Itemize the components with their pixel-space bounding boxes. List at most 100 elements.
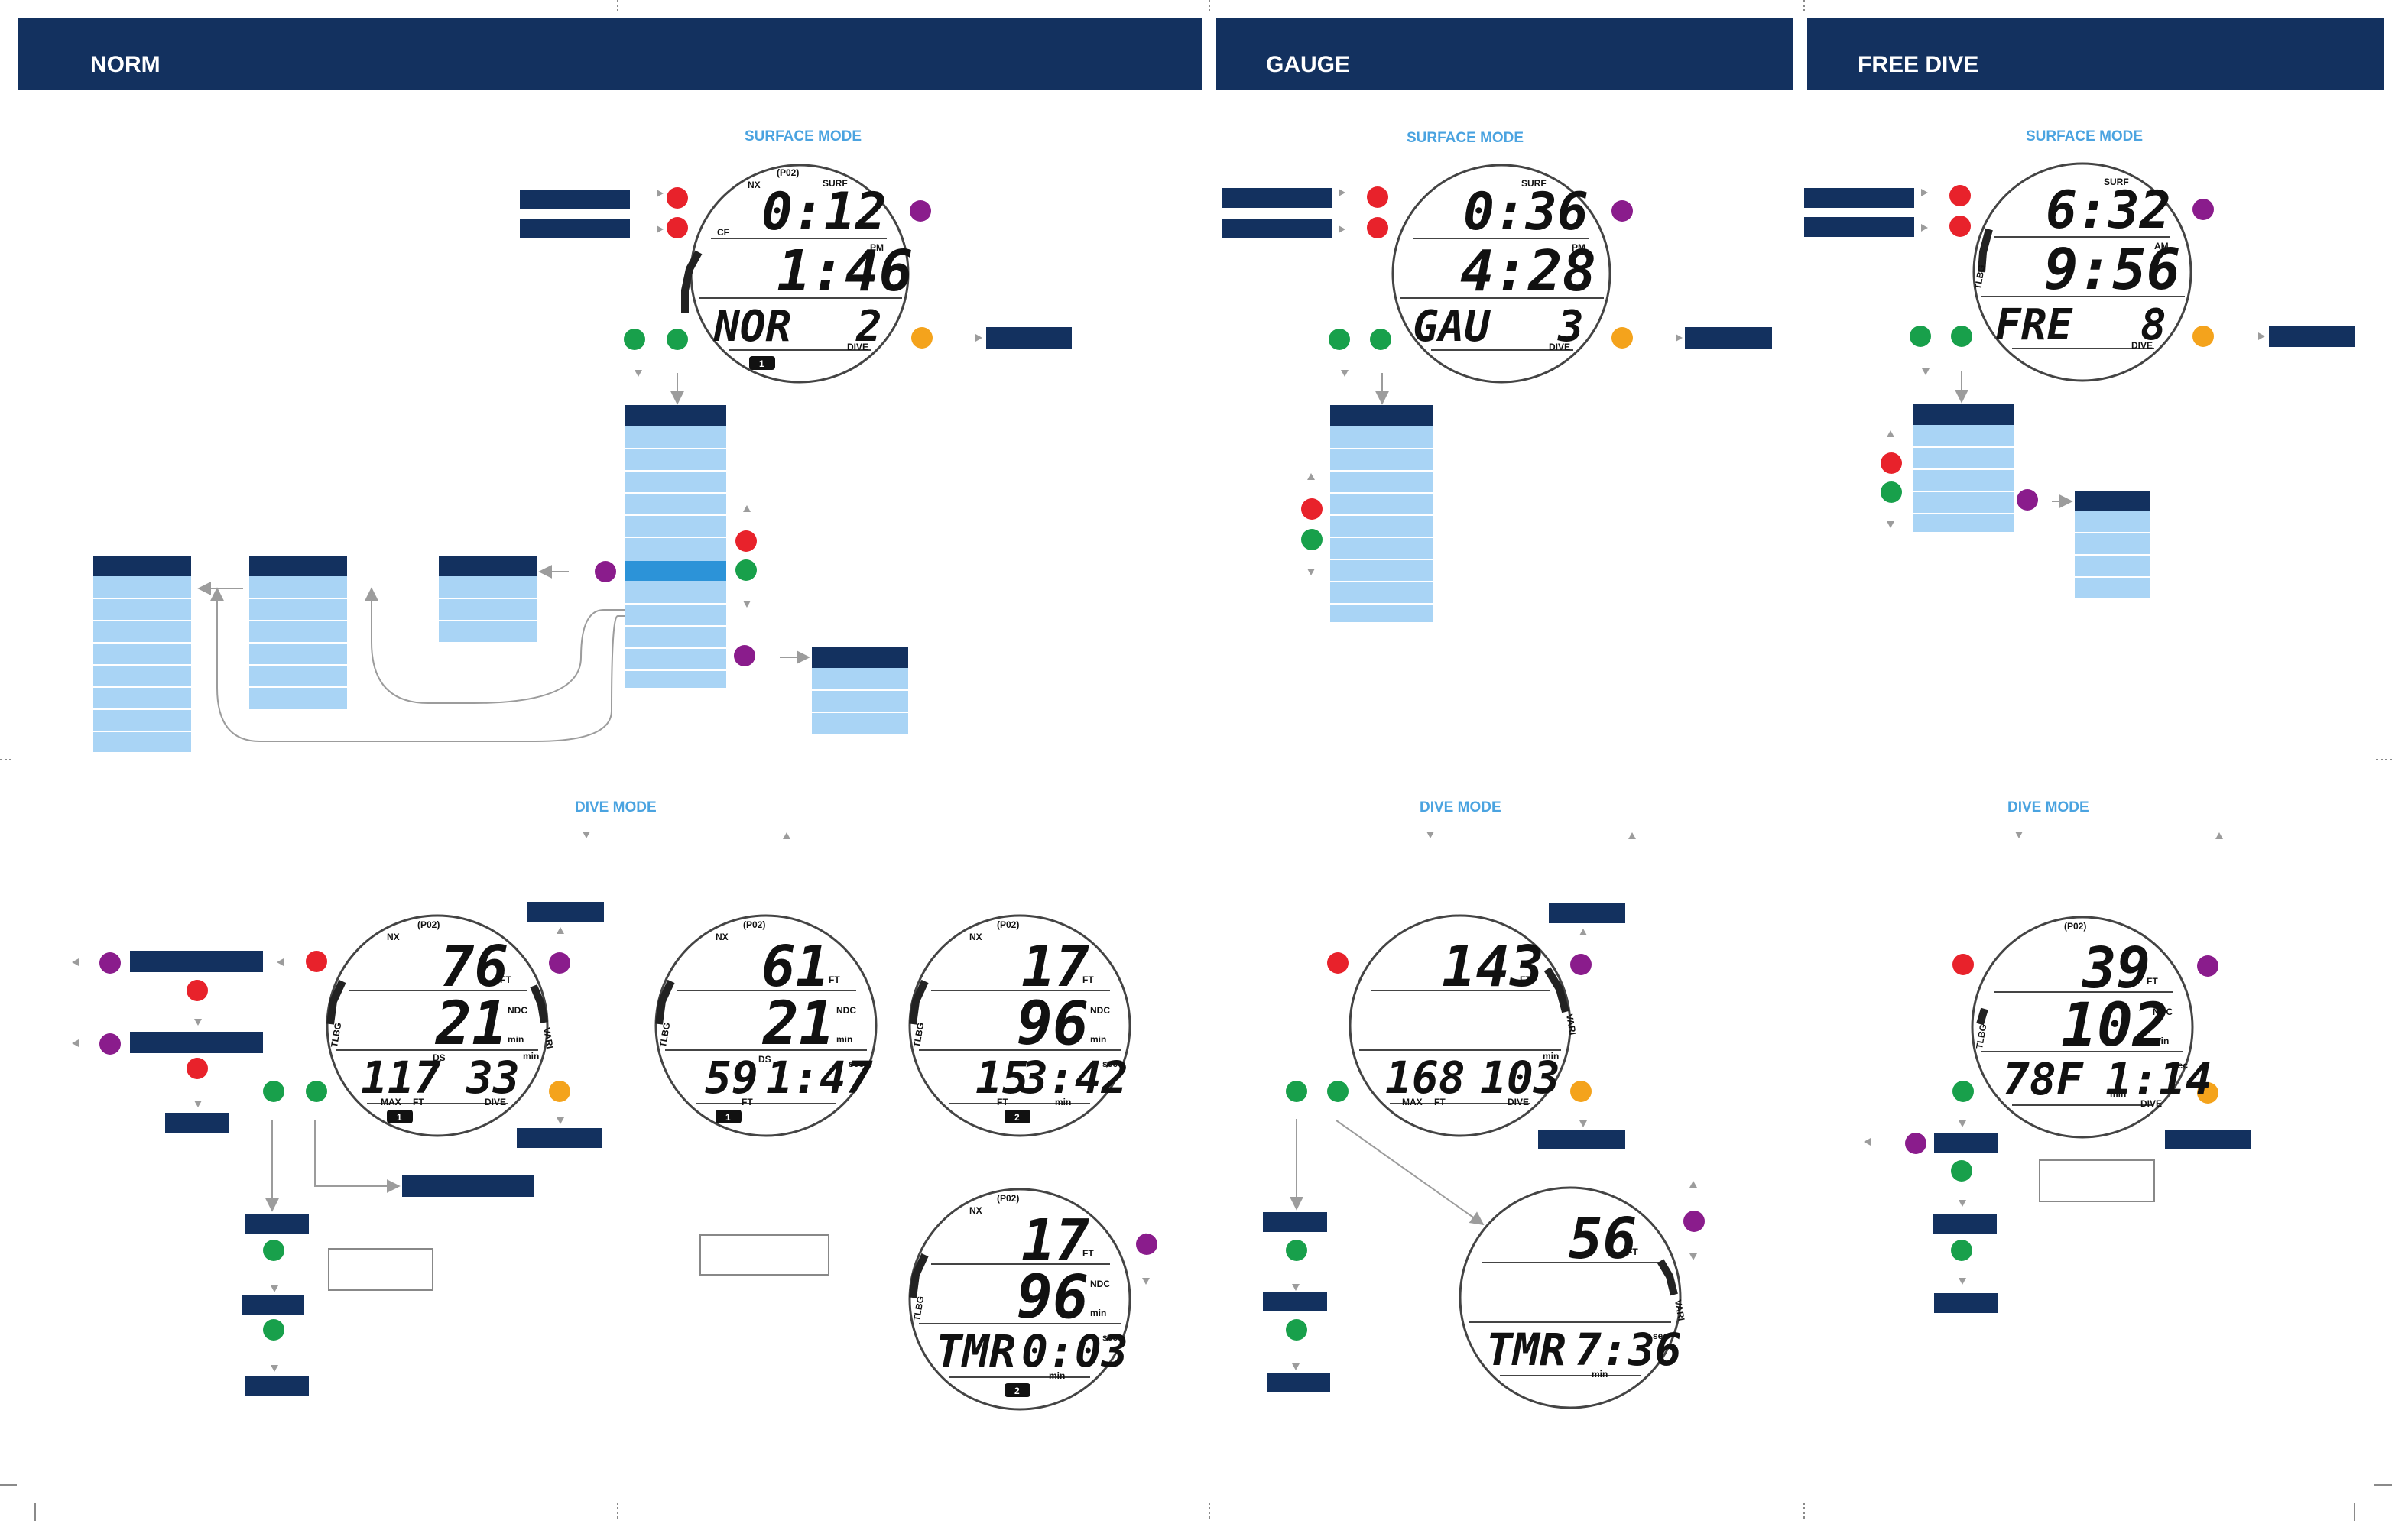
svg-text:TLBG: TLBG bbox=[657, 1022, 672, 1049]
svg-text:MAX: MAX bbox=[1402, 1097, 1423, 1107]
svg-text:3:42: 3:42 bbox=[1021, 1052, 1128, 1104]
header-norm: NORM bbox=[18, 18, 1202, 90]
arrow-triangles bbox=[72, 189, 2265, 1372]
svg-text:NDC: NDC bbox=[836, 1005, 856, 1016]
mode-label-dive-norm: DIVE MODE bbox=[575, 799, 657, 815]
mode-label-dive-free: DIVE MODE bbox=[2007, 799, 2089, 815]
svg-text:7:36: 7:36 bbox=[1575, 1324, 1682, 1376]
svg-text:21: 21 bbox=[434, 990, 508, 1059]
menu-lists bbox=[93, 404, 2150, 752]
svg-text:17: 17 bbox=[1021, 1208, 1090, 1273]
svg-text:min: min bbox=[1090, 1308, 1106, 1318]
svg-text:CF: CF bbox=[717, 227, 729, 238]
svg-text:DIVE: DIVE bbox=[2140, 1098, 2162, 1109]
svg-text:FT: FT bbox=[1520, 974, 1531, 985]
svg-text:min: min bbox=[508, 1034, 524, 1045]
svg-text:TLBG: TLBG bbox=[911, 1022, 926, 1049]
svg-text:PM: PM bbox=[1572, 242, 1585, 253]
svg-text:FT: FT bbox=[1627, 1247, 1638, 1257]
svg-text:NX: NX bbox=[387, 932, 400, 942]
svg-text:GAU: GAU bbox=[1413, 302, 1491, 352]
svg-text:SURF: SURF bbox=[1521, 178, 1547, 189]
svg-text:117: 117 bbox=[361, 1052, 441, 1104]
svg-text:min: min bbox=[1592, 1369, 1608, 1380]
svg-text:FT: FT bbox=[1082, 1248, 1094, 1259]
svg-text:21: 21 bbox=[761, 990, 835, 1059]
svg-text:2: 2 bbox=[1014, 1386, 1020, 1396]
label-bars bbox=[130, 188, 2355, 1396]
svg-text:168: 168 bbox=[1385, 1052, 1465, 1104]
svg-text:DIVE: DIVE bbox=[485, 1097, 506, 1107]
svg-text:FT: FT bbox=[500, 974, 511, 985]
svg-text:AM: AM bbox=[2154, 241, 2169, 251]
header-norm-title: NORM bbox=[90, 52, 161, 77]
watch-display-norm-dive-ds: NX (P02) 61 FT 21 NDC min 59 1:47 DS FT … bbox=[654, 914, 878, 1137]
watch-display-gauge-dive-tmr: 56 FT TMR 7:36 min sec VARI bbox=[1459, 1186, 1687, 1409]
svg-text:6:32: 6:32 bbox=[2046, 180, 2171, 241]
svg-text:VARI: VARI bbox=[541, 1026, 556, 1049]
svg-text:TLBG: TLBG bbox=[329, 1022, 343, 1049]
svg-text:(P02): (P02) bbox=[997, 1193, 1019, 1204]
svg-text:1: 1 bbox=[725, 1112, 731, 1123]
mode-label-surface-gauge: SURFACE MODE bbox=[1407, 130, 1524, 146]
outline-boxes bbox=[328, 1159, 2155, 1291]
svg-text:DS: DS bbox=[758, 1054, 771, 1065]
svg-text:1:46: 1:46 bbox=[777, 238, 913, 304]
svg-text:(P02): (P02) bbox=[2064, 921, 2086, 932]
svg-text:2: 2 bbox=[1014, 1112, 1020, 1123]
svg-text:(P02): (P02) bbox=[777, 167, 799, 178]
svg-text:8: 8 bbox=[2140, 300, 2166, 350]
svg-text:0:03: 0:03 bbox=[1021, 1325, 1128, 1377]
watch-display-gauge-surface: SURF 0:36 4:28 PM GAU 3 DIVE bbox=[1391, 164, 1611, 384]
svg-text:1:14: 1:14 bbox=[2105, 1053, 2212, 1105]
mode-label-dive-gauge: DIVE MODE bbox=[1420, 799, 1501, 815]
watch-display-free-surface: SURF 6:32 9:56 AM FRE 8 DIVE TLBG bbox=[1972, 162, 2192, 382]
svg-text:(P02): (P02) bbox=[743, 919, 765, 930]
svg-text:FT: FT bbox=[413, 1097, 424, 1107]
svg-text:17: 17 bbox=[1021, 934, 1090, 1000]
svg-text:FT: FT bbox=[742, 1097, 753, 1107]
svg-text:TLBG: TLBG bbox=[1972, 264, 1987, 290]
svg-text:96: 96 bbox=[1017, 1263, 1089, 1332]
watch-display-free-dive-main: (P02) 39 FT 102 NDC min 78F 1:14 min sec… bbox=[1971, 916, 2212, 1139]
svg-text:min: min bbox=[1090, 1034, 1106, 1045]
header-gauge-title: GAUGE bbox=[1266, 52, 1350, 77]
svg-text:9:56: 9:56 bbox=[2044, 237, 2180, 303]
svg-text:78F: 78F bbox=[2003, 1053, 2084, 1105]
svg-text:NX: NX bbox=[969, 1205, 982, 1216]
svg-text:NOR: NOR bbox=[713, 302, 791, 352]
svg-text:56: 56 bbox=[1569, 1206, 1637, 1272]
svg-text:DIVE: DIVE bbox=[1549, 342, 1570, 352]
svg-text:1:47: 1:47 bbox=[766, 1052, 873, 1104]
svg-text:min: min bbox=[1055, 1097, 1071, 1107]
svg-text:39: 39 bbox=[2081, 935, 2150, 1001]
svg-text:VARI: VARI bbox=[1673, 1298, 1687, 1321]
svg-text:NDC: NDC bbox=[1090, 1005, 1110, 1016]
svg-text:15: 15 bbox=[975, 1052, 1029, 1104]
svg-text:NDC: NDC bbox=[1090, 1279, 1110, 1289]
svg-text:SURF: SURF bbox=[823, 178, 848, 189]
mode-label-surface-norm: SURFACE MODE bbox=[745, 128, 862, 144]
svg-text:sec: sec bbox=[1653, 1331, 1668, 1341]
svg-text:min: min bbox=[836, 1034, 852, 1045]
watch-display-norm-dive-tmr: NX (P02) 17 FT 96 NDC min TMR 0:03 min s… bbox=[908, 1188, 1131, 1411]
svg-text:NX: NX bbox=[969, 932, 982, 942]
svg-text:96: 96 bbox=[1017, 990, 1089, 1059]
svg-text:min: min bbox=[523, 1051, 539, 1062]
svg-text:59: 59 bbox=[705, 1052, 758, 1104]
svg-text:FRE: FRE bbox=[1995, 300, 2073, 350]
svg-text:102: 102 bbox=[2061, 991, 2169, 1060]
svg-text:FT: FT bbox=[997, 1097, 1008, 1107]
svg-text:SURF: SURF bbox=[2104, 177, 2129, 187]
svg-text:sec: sec bbox=[849, 1059, 864, 1069]
svg-text:NDC: NDC bbox=[2153, 1007, 2173, 1017]
svg-text:sec: sec bbox=[1102, 1332, 1118, 1343]
svg-text:(P02): (P02) bbox=[417, 919, 440, 930]
svg-text:DS: DS bbox=[433, 1052, 446, 1063]
svg-text:76: 76 bbox=[440, 934, 508, 1000]
svg-text:TLBG: TLBG bbox=[911, 1295, 926, 1322]
header-gauge: GAUGE bbox=[1216, 18, 1793, 90]
svg-text:FT: FT bbox=[1082, 974, 1094, 985]
svg-text:DIVE: DIVE bbox=[2131, 340, 2153, 351]
connectors bbox=[197, 371, 2073, 1226]
